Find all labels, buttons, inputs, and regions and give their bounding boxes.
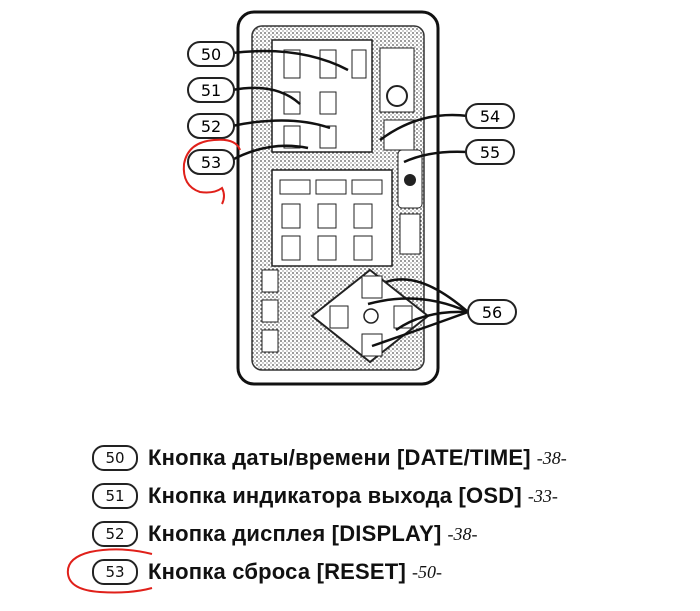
legend-item-52: 52 Кнопка дисплея [DISPLAY] -38- (92, 516, 477, 552)
legend-text: Кнопка индикатора выхода [OSD] (148, 483, 522, 508)
callout-55: 55 (465, 139, 515, 165)
legend-number: 50 (92, 445, 138, 471)
callout-55-label: 55 (480, 143, 500, 162)
legend-text: Кнопка дисплея [DISPLAY] (148, 521, 442, 546)
legend-text: Кнопка даты/времени [DATE/TIME] (148, 445, 531, 470)
legend-text: Кнопка сброса [RESET] (148, 559, 406, 584)
legend-item-51: 51 Кнопка индикатора выхода [OSD] -33- (92, 478, 558, 514)
callout-52-label: 52 (201, 117, 221, 136)
callout-51: 51 (187, 77, 235, 103)
legend-number: 53 (92, 559, 138, 585)
callout-53: 53 (182, 138, 241, 205)
remote-control-diagram: 50 51 52 53 54 55 56 (182, 10, 517, 386)
legend-number: 52 (92, 521, 138, 547)
legend-number: 51 (92, 483, 138, 509)
legend-page-ref: -33- (527, 485, 558, 506)
callout-53-label: 53 (201, 153, 221, 172)
callout-50-label: 50 (201, 45, 221, 64)
number-pad-group (271, 149, 423, 267)
legend-item-50: 50 Кнопка даты/времени [DATE/TIME] -38- (92, 440, 567, 476)
callout-50: 50 (187, 41, 235, 67)
callout-54-label: 54 (480, 107, 500, 126)
legend-page-ref: -38- (447, 523, 478, 544)
leader-lines (231, 49, 469, 348)
callout-56-label: 56 (482, 303, 502, 322)
legend-page-ref: -38- (536, 447, 567, 468)
direction-pad (310, 268, 430, 364)
callout-56: 56 (467, 299, 517, 325)
legend-page-ref: -50- (411, 561, 442, 582)
callout-53-red-mark (182, 138, 241, 205)
top-button-group (271, 39, 415, 153)
legend-item-53: 53 Кнопка сброса [RESET] -50- (92, 554, 442, 590)
callout-54: 54 (465, 103, 515, 129)
legend-53-red-mark (66, 548, 153, 594)
left-button-column (261, 269, 279, 353)
callout-52: 52 (187, 113, 235, 139)
callout-51-label: 51 (201, 81, 221, 100)
